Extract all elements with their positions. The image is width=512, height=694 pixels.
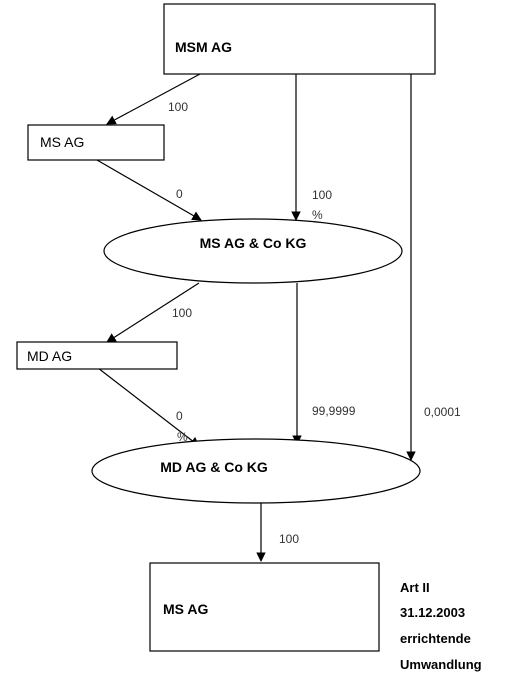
- edge-label-md-ag-to-md-ag-co-kg: 0: [176, 409, 183, 423]
- node-msm-ag: MSM AG: [163, 3, 436, 75]
- edge-label-msm-to-ms-ag-co-kg-unit: %: [312, 208, 323, 222]
- node-ms-ag-bottom-label: MS AG: [163, 601, 208, 617]
- note-line-2: 31.12.2003: [400, 605, 465, 620]
- node-md-ag-co-kg-label: MD AG & Co KG: [160, 459, 268, 475]
- edge-label-md-ag-to-md-ag-co-kg-unit: %: [177, 430, 188, 444]
- edge-md-ag-to-md-ag-co-kg: [97, 367, 200, 447]
- edge-msm-to-ms-ag: [106, 73, 201, 125]
- node-ms-ag-top: MS AG: [27, 124, 165, 161]
- node-msm-ag-label: MSM AG: [175, 39, 232, 55]
- edge-label-msm-to-ms-ag-co-kg: 100: [312, 188, 332, 202]
- edge-label-ms-ag-to-ms-ag-co-kg: 0: [176, 187, 183, 201]
- edge-ms-ag-to-ms-ag-co-kg: [96, 159, 202, 221]
- node-md-ag: MD AG: [16, 341, 178, 370]
- edge-label-ms-ag-co-kg-to-md-ag-co-kg: 99,9999: [312, 404, 356, 418]
- edge-label-msm-to-md-ag-co-kg: 0,0001: [424, 405, 461, 419]
- node-ms-ag-bottom: MS AG: [149, 562, 380, 652]
- note-line-1: Art II: [400, 580, 430, 595]
- node-md-ag-co-kg: MD AG & Co KG: [91, 438, 421, 504]
- node-ms-ag-co-kg-label: MS AG & Co KG: [200, 235, 307, 251]
- note-line-4: Umwandlung: [400, 657, 482, 672]
- note-line-3: errichtende: [400, 631, 471, 646]
- note-block: Art II 31.12.2003 errichtende Umwandlung: [400, 580, 482, 672]
- node-md-ag-label: MD AG: [27, 348, 72, 364]
- node-ms-ag-top-label: MS AG: [40, 134, 84, 150]
- edge-label-msm-to-ms-ag: 100: [168, 100, 188, 114]
- edge-label-ms-ag-co-kg-to-md-ag: 100: [172, 306, 192, 320]
- edge-label-md-ag-co-kg-to-ms-ag: 100: [279, 532, 299, 546]
- edge-ms-ag-co-kg-to-md-ag: [106, 282, 200, 343]
- node-ms-ag-co-kg: MS AG & Co KG: [103, 218, 403, 284]
